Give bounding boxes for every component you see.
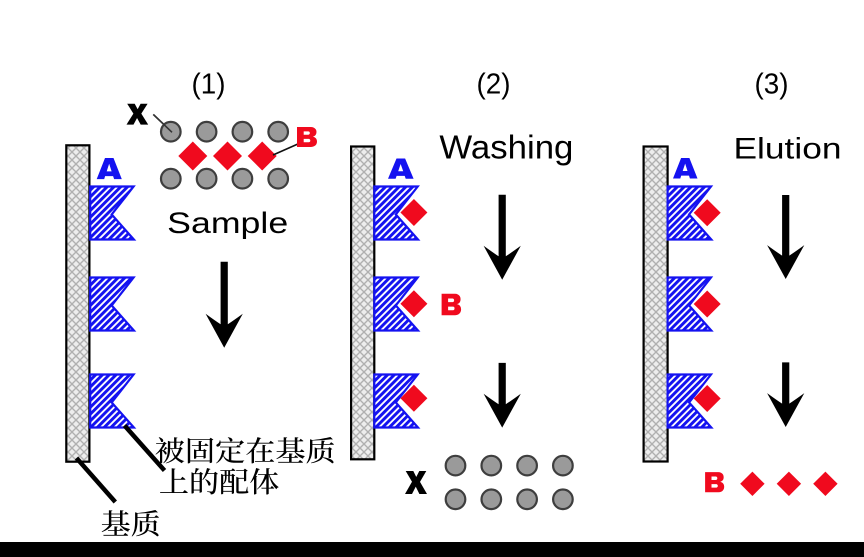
svg-text:Sample: Sample (167, 207, 288, 240)
svg-text:Washing: Washing (439, 129, 573, 166)
svg-text:(2): (2) (477, 69, 511, 101)
svg-text:(1): (1) (192, 69, 226, 101)
svg-text:Elution: Elution (734, 132, 842, 165)
svg-text:(3): (3) (755, 69, 789, 101)
